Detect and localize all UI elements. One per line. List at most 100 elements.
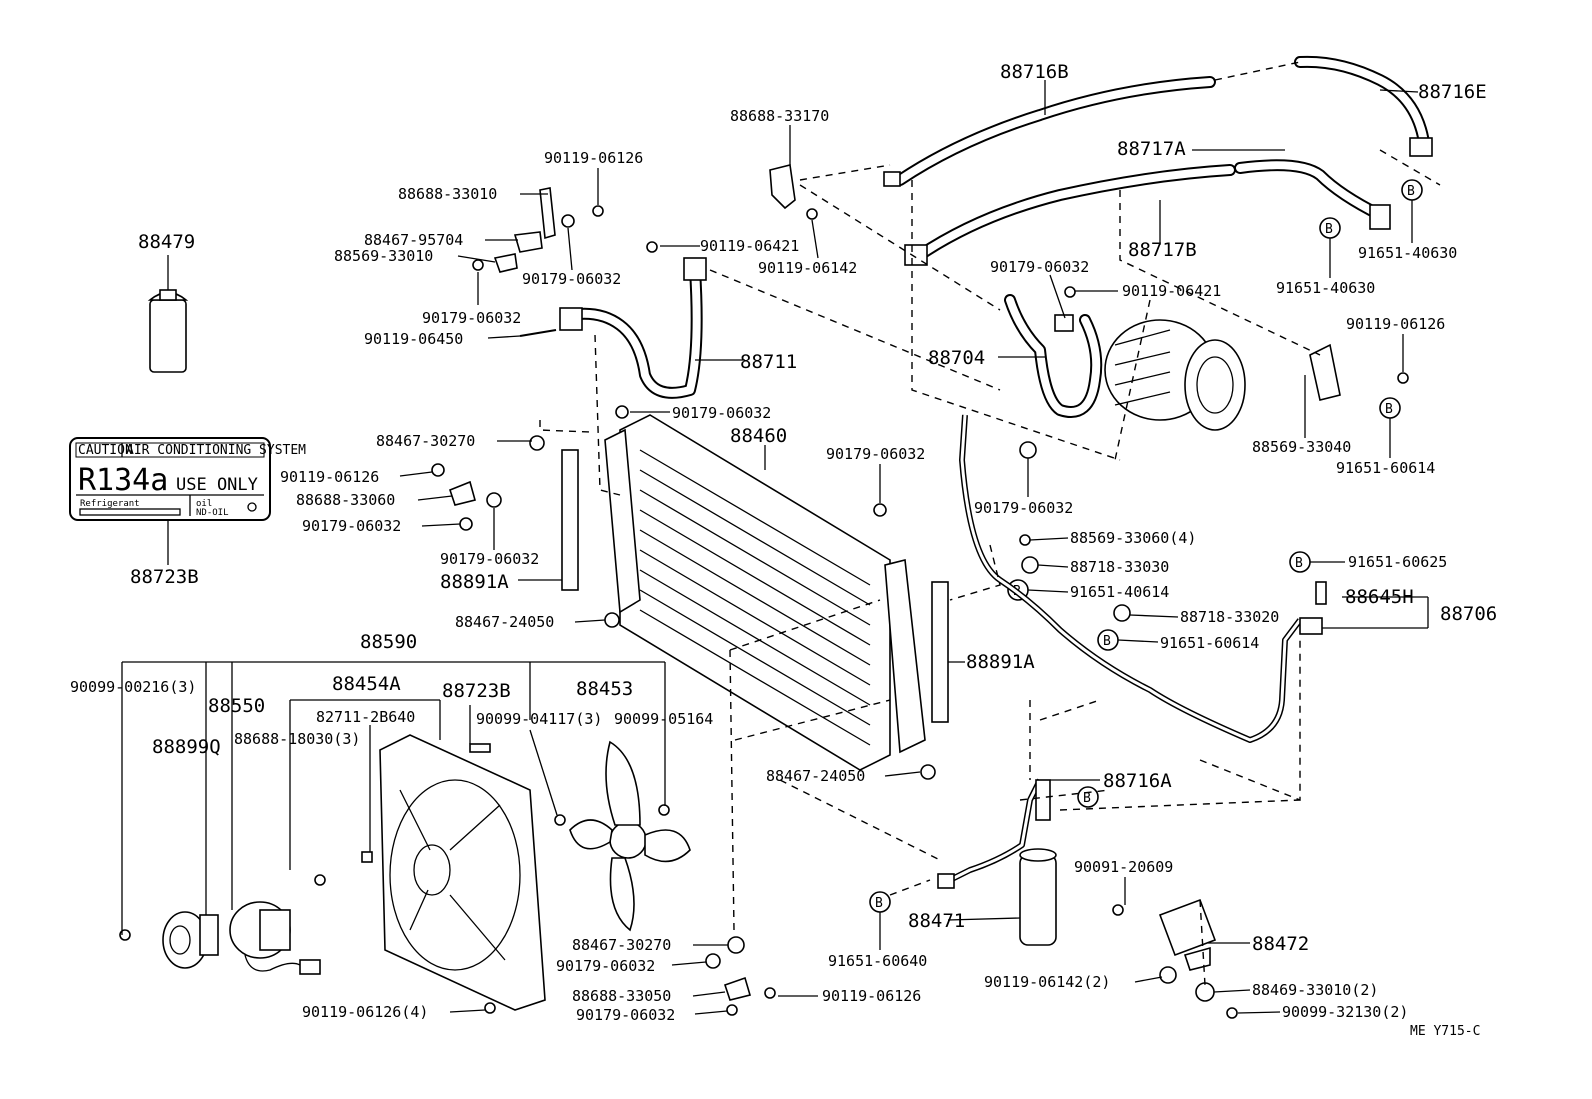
label-90099-04117: 90099-04117(3) <box>476 710 602 728</box>
label-88688-33170: 88688-33170 <box>730 107 829 125</box>
label-88467-24050-a: 88467-24050 <box>455 613 554 631</box>
seal-88891A-right <box>931 581 949 723</box>
hose-88711 <box>559 257 707 399</box>
pipe-88706 <box>959 414 1323 743</box>
label-91651-60640: 91651-60640 <box>828 952 927 970</box>
svg-text:B: B <box>1407 184 1415 199</box>
label-88688-18030: 88688-18030(3) <box>234 730 360 748</box>
fan-motor-88550 <box>229 901 321 975</box>
label-88717B: 88717B <box>1128 239 1197 261</box>
label-90099-05164: 90099-05164 <box>614 710 713 728</box>
label-88550: 88550 <box>208 695 265 717</box>
label-88688-33060: 88688-33060 <box>296 491 395 509</box>
svg-text:B: B <box>1325 222 1333 237</box>
label-88688-33010: 88688-33010 <box>398 185 497 203</box>
label-90179-06032-i: 90179-06032 <box>556 957 655 975</box>
label-88704: 88704 <box>928 347 985 369</box>
label-88716B: 88716B <box>1000 61 1069 83</box>
label-88718-33020: 88718-33020 <box>1180 608 1279 626</box>
condenser-88460 <box>604 414 926 771</box>
sticker-oil: oil <box>196 499 212 509</box>
label-88891A-left: 88891A <box>440 571 509 593</box>
sticker-sub: USE ONLY <box>176 475 258 495</box>
label-88891A-right: 88891A <box>966 651 1035 673</box>
label-91651-40630-a: 91651-40630 <box>1358 244 1457 262</box>
pipe-88716E <box>1294 55 1433 157</box>
sticker-main: R134a <box>78 463 168 498</box>
label-88469-33010: 88469-33010(2) <box>1252 981 1378 999</box>
label-82711-2B640: 82711-2B640 <box>316 708 415 726</box>
svg-text:B: B <box>1385 402 1393 417</box>
sticker-system: AIR CONDITIONING SYSTEM <box>126 443 306 458</box>
svg-text:B: B <box>1083 791 1091 806</box>
label-91651-60625: 91651-60625 <box>1348 553 1447 571</box>
label-90119-06450: 90119-06450 <box>364 330 463 348</box>
hose-88717 <box>904 159 1391 266</box>
hose-88716B <box>883 76 1216 187</box>
bracket-88688-33010 <box>493 187 556 273</box>
label-88706: 88706 <box>1440 603 1497 625</box>
pipe-88716A <box>937 778 1051 889</box>
bracket-88688-33170 <box>769 164 796 210</box>
label-90119-06421-b: 90119-06421 <box>1122 282 1221 300</box>
label-88467-95704: 88467-95704 <box>364 231 463 249</box>
label-88716E: 88716E <box>1418 81 1487 103</box>
svg-text:B: B <box>875 896 883 911</box>
label-88479: 88479 <box>138 231 195 253</box>
label-88718-33030: 88718-33030 <box>1070 558 1169 576</box>
label-90099-32130: 90099-32130(2) <box>1282 1003 1408 1021</box>
label-90119-06142-b: 90119-06142(2) <box>984 973 1110 991</box>
label-91651-40614: 91651-40614 <box>1070 583 1169 601</box>
label-90119-06142: 90119-06142 <box>758 259 857 277</box>
pressure-switch-88645H <box>1315 581 1327 605</box>
label-88716A: 88716A <box>1103 770 1172 792</box>
part-number-labels: 88479 88723B 88688-33010 90119-06126 884… <box>70 61 1497 1039</box>
bracket-88472 <box>1158 898 1217 971</box>
label-90179-06032-j: 90179-06032 <box>576 1006 675 1024</box>
label-88472: 88472 <box>1252 933 1309 955</box>
svg-text:B: B <box>1103 634 1111 649</box>
label-88723B-shroud: 88723B <box>442 680 511 702</box>
label-91651-40630-b: 91651-40630 <box>1276 279 1375 297</box>
sticker-refrigerant: Refrigerant <box>80 499 140 509</box>
refrigerant-can-88479 <box>147 289 189 373</box>
bracket-88569-33040 <box>1309 343 1341 401</box>
label-91651-60614-b: 91651-60614 <box>1160 634 1259 652</box>
assembly-lines <box>539 61 1441 986</box>
label-88569-33010: 88569-33010 <box>334 247 433 265</box>
sticker-caution: CAUTION <box>78 443 133 458</box>
label-90119-06126-e: 90119-06126(4) <box>302 1003 428 1021</box>
svg-text:B: B <box>1295 556 1303 571</box>
seal-88891A-left <box>561 449 579 591</box>
leader-lines <box>399 80 1419 1015</box>
label-88453: 88453 <box>576 678 633 700</box>
label-88471: 88471 <box>908 910 965 932</box>
label-88645H: 88645H <box>1345 586 1414 608</box>
label-90179-06032-g: 90179-06032 <box>826 445 925 463</box>
label-90119-06421-a: 90119-06421 <box>700 237 799 255</box>
compressor-88704 <box>1004 286 1246 431</box>
label-90179-06032-c: 90179-06032 <box>990 258 1089 276</box>
label-90179-06032-d: 90179-06032 <box>302 517 401 535</box>
sticker-nd-oil: ND-OIL <box>196 508 229 518</box>
label-90179-06032-a: 90179-06032 <box>522 270 621 288</box>
receiver-drier-88471 <box>1019 848 1057 946</box>
label-90119-06126-b: 90119-06126 <box>1346 315 1445 333</box>
label-90179-06032-b: 90179-06032 <box>422 309 521 327</box>
label-90099-00216: 90099-00216(3) <box>70 678 196 696</box>
fan-88453 <box>569 740 691 932</box>
caution-label-sticker: CAUTION AIR CONDITIONING SYSTEM R134a US… <box>69 437 306 521</box>
label-88688-33050: 88688-33050 <box>572 987 671 1005</box>
label-90091-20609: 90091-20609 <box>1074 858 1173 876</box>
label-88723B-sticker: 88723B <box>130 566 199 588</box>
label-88899Q: 88899Q <box>152 736 221 758</box>
label-91651-60614-a: 91651-60614 <box>1336 459 1435 477</box>
label-88467-30270-a: 88467-30270 <box>376 432 475 450</box>
label-90179-06032-f: 90179-06032 <box>672 404 771 422</box>
label-90179-06032-e: 90179-06032 <box>440 550 539 568</box>
label-90179-06032-h: 90179-06032 <box>974 499 1073 517</box>
group-bracket-88590 <box>121 661 666 935</box>
label-88467-24050-b: 88467-24050 <box>766 767 865 785</box>
label-88454A: 88454A <box>332 673 401 695</box>
